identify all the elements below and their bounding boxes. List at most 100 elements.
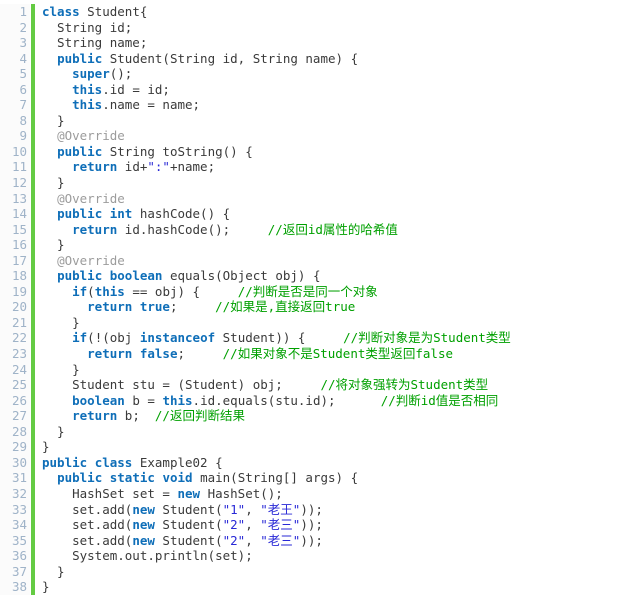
code-line: set.add(new Student("1", "老王")); xyxy=(42,502,640,518)
code-token xyxy=(42,393,72,408)
code-token: String id; xyxy=(42,19,133,35)
code-token: //如果对象不是Student类型返回false xyxy=(222,346,453,362)
code-token xyxy=(42,128,57,143)
code-line: @Override xyxy=(42,253,640,269)
code-token xyxy=(42,268,57,283)
code-token xyxy=(102,206,110,221)
code-token: Example02 { xyxy=(132,454,223,470)
line-number: 12 xyxy=(11,175,27,191)
code-token xyxy=(42,346,87,361)
code-line: this.name = name; xyxy=(42,97,640,113)
code-line: @Override xyxy=(42,128,640,144)
code-token: )); xyxy=(300,501,323,517)
code-token: @Override xyxy=(57,252,125,268)
code-token: @Override xyxy=(57,128,125,144)
line-number: 36 xyxy=(11,548,27,564)
line-number: 4 xyxy=(19,50,27,66)
code-token: @Override xyxy=(57,190,125,206)
code-line: public int hashCode() { xyxy=(42,206,640,222)
code-token: false xyxy=(139,346,178,362)
code-token: String name; xyxy=(42,35,148,51)
code-token: Student)) { xyxy=(215,330,344,346)
line-number: 34 xyxy=(11,517,27,533)
line-number: 19 xyxy=(11,283,27,299)
code-token: } xyxy=(42,361,80,377)
code-token xyxy=(42,159,72,174)
code-line: set.add(new Student("2", "老三")); xyxy=(42,533,640,549)
code-token: "老三" xyxy=(260,517,301,533)
line-number: 10 xyxy=(11,143,27,159)
code-token xyxy=(42,470,57,485)
line-number: 8 xyxy=(19,112,27,128)
code-area[interactable]: class Student{ String id; String name; p… xyxy=(35,4,640,595)
code-token: hashCode() { xyxy=(132,206,231,222)
line-number: 21 xyxy=(11,314,27,330)
code-token: (); xyxy=(109,66,133,82)
code-token: class xyxy=(94,454,133,470)
code-token: new xyxy=(132,517,155,533)
code-token: return xyxy=(72,221,118,237)
code-token: if xyxy=(72,283,88,299)
code-token: } xyxy=(42,563,65,579)
code-token: return xyxy=(72,159,118,175)
line-number: 32 xyxy=(11,485,27,501)
code-token: "2" xyxy=(222,517,246,533)
code-token: Student( xyxy=(154,532,223,548)
line-number: 13 xyxy=(11,190,27,206)
line-number: 22 xyxy=(11,330,27,346)
code-token: , xyxy=(245,532,261,548)
code-token xyxy=(42,82,72,97)
code-token: set.add( xyxy=(42,501,133,517)
code-token: new xyxy=(132,501,155,517)
line-number: 1 xyxy=(19,4,27,19)
line-number: 27 xyxy=(11,408,27,424)
code-token: this xyxy=(162,392,193,408)
code-token: new xyxy=(132,532,155,548)
code-token: if xyxy=(72,330,88,346)
line-number: 14 xyxy=(11,206,27,222)
line-number: 9 xyxy=(19,128,27,144)
code-token: return xyxy=(87,346,133,362)
code-token: ":" xyxy=(147,159,170,175)
code-token: //返回id属性的哈希值 xyxy=(267,221,398,237)
code-token: } xyxy=(42,175,65,191)
code-token: public xyxy=(57,50,103,66)
code-token xyxy=(102,470,110,485)
line-number: 29 xyxy=(11,439,27,455)
line-number: 2 xyxy=(19,19,27,35)
code-token: b = xyxy=(124,392,163,408)
code-line: } xyxy=(42,315,640,331)
code-line: HashSet set = new HashSet(); xyxy=(42,486,640,502)
code-token xyxy=(42,97,72,112)
code-token xyxy=(42,66,72,81)
code-token: .id = id; xyxy=(102,81,170,97)
code-token: "2" xyxy=(222,532,246,548)
code-token xyxy=(87,455,95,470)
code-line: return b; //返回判断结果 xyxy=(42,408,640,424)
code-token xyxy=(42,144,57,159)
code-token xyxy=(132,299,140,314)
code-token: id.hashCode(); xyxy=(117,221,268,237)
code-token xyxy=(42,284,72,299)
code-token: id+ xyxy=(117,159,148,175)
code-line: Student stu = (Student) obj; //将对象强转为Stu… xyxy=(42,377,640,393)
code-token xyxy=(42,206,57,221)
code-token: //判断是否是同一个对象 xyxy=(237,283,378,299)
code-token: Student(String id, String name) { xyxy=(102,50,359,66)
code-token: } xyxy=(42,237,65,253)
code-token: == obj) { xyxy=(124,283,238,299)
code-token: boolean xyxy=(72,392,125,408)
line-number: 38 xyxy=(11,579,27,595)
code-token: } xyxy=(42,314,80,330)
code-line: String name; xyxy=(42,35,640,51)
code-line: return true; //如果是,直接返回true xyxy=(42,299,640,315)
code-line: set.add(new Student("2", "老三")); xyxy=(42,517,640,533)
line-number: 6 xyxy=(19,81,27,97)
code-token: } xyxy=(42,112,65,128)
code-token: String toString() { xyxy=(102,143,253,159)
line-number: 7 xyxy=(19,97,27,113)
code-token: //判断对象是为Student类型 xyxy=(343,330,511,346)
code-line: this.id = id; xyxy=(42,82,640,98)
